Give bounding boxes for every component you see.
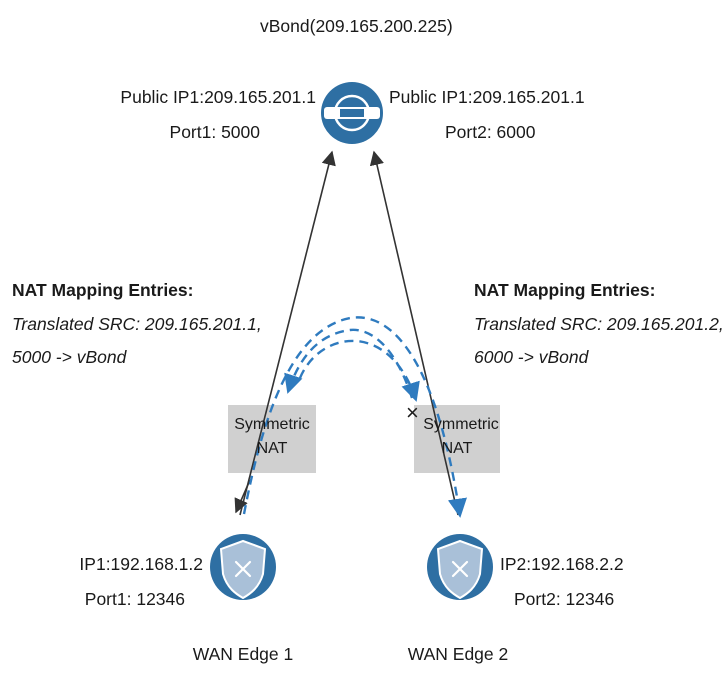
- wan-edge-1-name: WAN Edge 1: [192, 644, 294, 664]
- wan-edge-2-port: Port2: 12346: [514, 589, 615, 609]
- edge1-return-arrow: [234, 479, 251, 514]
- wan-edge-1-ip: IP1:192.168.1.2: [79, 554, 203, 574]
- symmetric-nat-box-1: [228, 405, 316, 473]
- vbond-right-public-ip: Public IP1:209.165.201.1: [389, 87, 585, 107]
- nat-mapping-left-heading: NAT Mapping Entries:: [12, 280, 194, 300]
- blocked-x-mark: ×: [406, 400, 419, 425]
- symmetric-nat-box-2: [414, 405, 500, 473]
- edge1-to-vbond-arrow: [239, 150, 336, 516]
- symmetric-nat-2-line2: NAT: [441, 440, 473, 457]
- wan-edge-1-router-icon: [210, 534, 276, 600]
- nat-mapping-right-line2: 6000 -> vBond: [474, 347, 589, 367]
- edge-to-edge-dashed-inner: [284, 328, 414, 399]
- symmetric-nat-2-line1: Symmetric: [423, 416, 499, 433]
- wan-edge-2-name: WAN Edge 2: [407, 644, 509, 664]
- wan-edge-2-ip: IP2:192.168.2.2: [500, 554, 624, 574]
- nat-mapping-right-line1: Translated SRC: 209.165.201.2,: [474, 314, 724, 334]
- vbond-right-port: Port2: 6000: [445, 122, 536, 142]
- vbond-left-public-ip: Public IP1:209.165.201.1: [120, 87, 316, 107]
- vbond-left-port: Port1: 5000: [169, 122, 260, 142]
- wan-edge-1-port: Port1: 12346: [84, 589, 185, 609]
- edge2-to-vbond-arrow: [369, 150, 459, 516]
- vbond-label: vBond(209.165.200.225): [260, 16, 453, 36]
- symmetric-nat-1-line1: Symmetric: [234, 416, 310, 433]
- edge-to-edge-dashed-return: [298, 339, 420, 402]
- nat-mapping-left-line2: 5000 -> vBond: [12, 347, 127, 367]
- nat-mapping-left-line1: Translated SRC: 209.165.201.1,: [12, 314, 262, 334]
- vbond-orchestrator-icon: [321, 82, 383, 144]
- nat-mapping-right-heading: NAT Mapping Entries:: [474, 280, 656, 300]
- wan-edge-2-router-icon: [427, 534, 493, 600]
- symmetric-nat-1-line2: NAT: [256, 440, 288, 457]
